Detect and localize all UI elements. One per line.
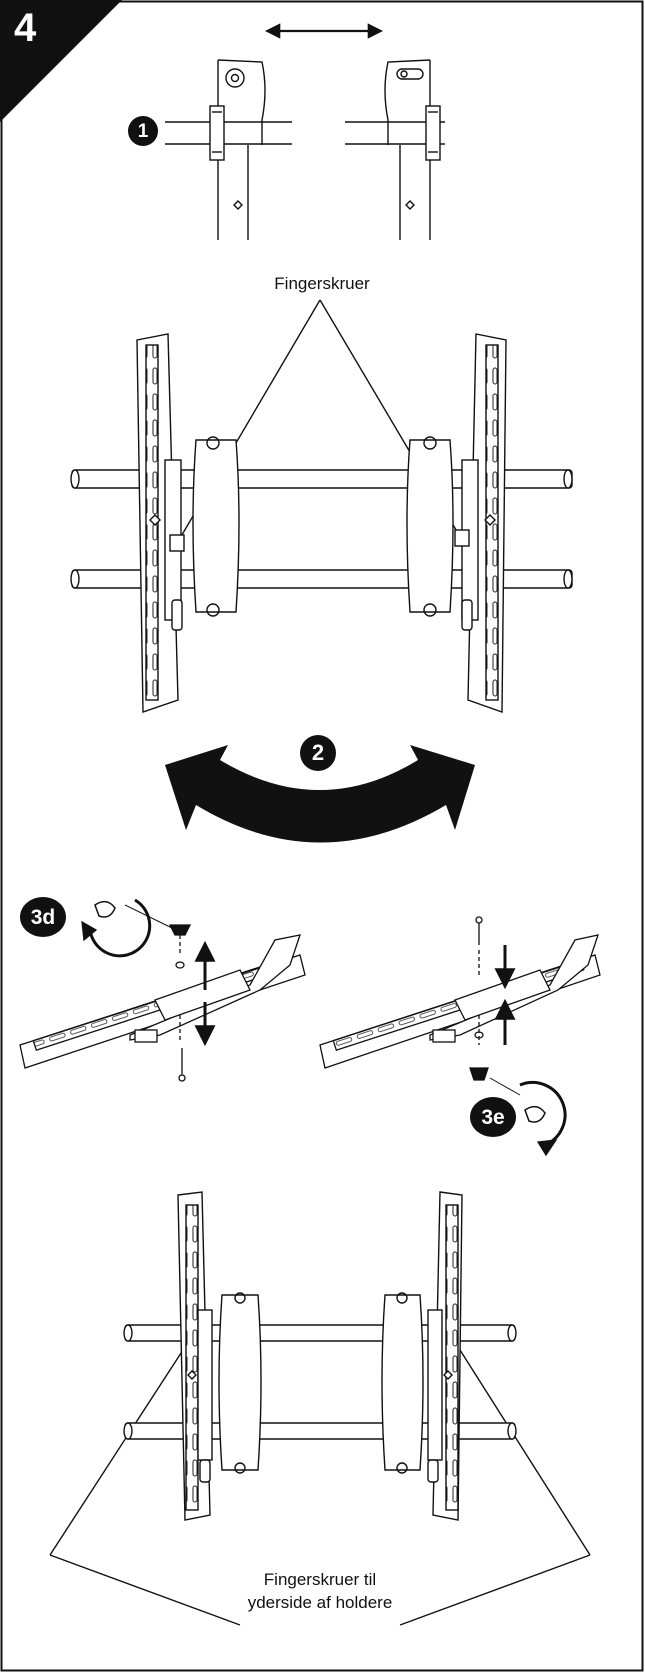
pointer-line xyxy=(459,1349,591,1556)
panel-1 xyxy=(165,23,445,240)
step-number: 4 xyxy=(14,6,37,50)
pointer-line xyxy=(49,1349,184,1556)
finger-screw-label: Fingerskruer xyxy=(274,274,370,293)
step-badge-3e: 3e xyxy=(470,1097,516,1137)
rotate-arrow-icon xyxy=(165,745,475,843)
pointer-line xyxy=(399,1554,591,1626)
step-badge-2: 2 xyxy=(300,735,336,771)
pointer-line xyxy=(49,1554,241,1626)
panel-2 xyxy=(70,299,573,713)
bottom-caption-line1: Fingerskruer til xyxy=(263,1570,377,1589)
panel-3 xyxy=(19,898,601,1157)
panel-4 xyxy=(49,1191,591,1626)
rotate-ccw-icon xyxy=(88,898,152,958)
rotate-cw-icon xyxy=(519,1081,567,1147)
bottom-caption-line2: yderside af holdere xyxy=(247,1593,393,1612)
step-badge-1: 1 xyxy=(128,116,158,146)
step-corner xyxy=(0,0,122,122)
step-badge-3d: 3d xyxy=(20,897,66,937)
